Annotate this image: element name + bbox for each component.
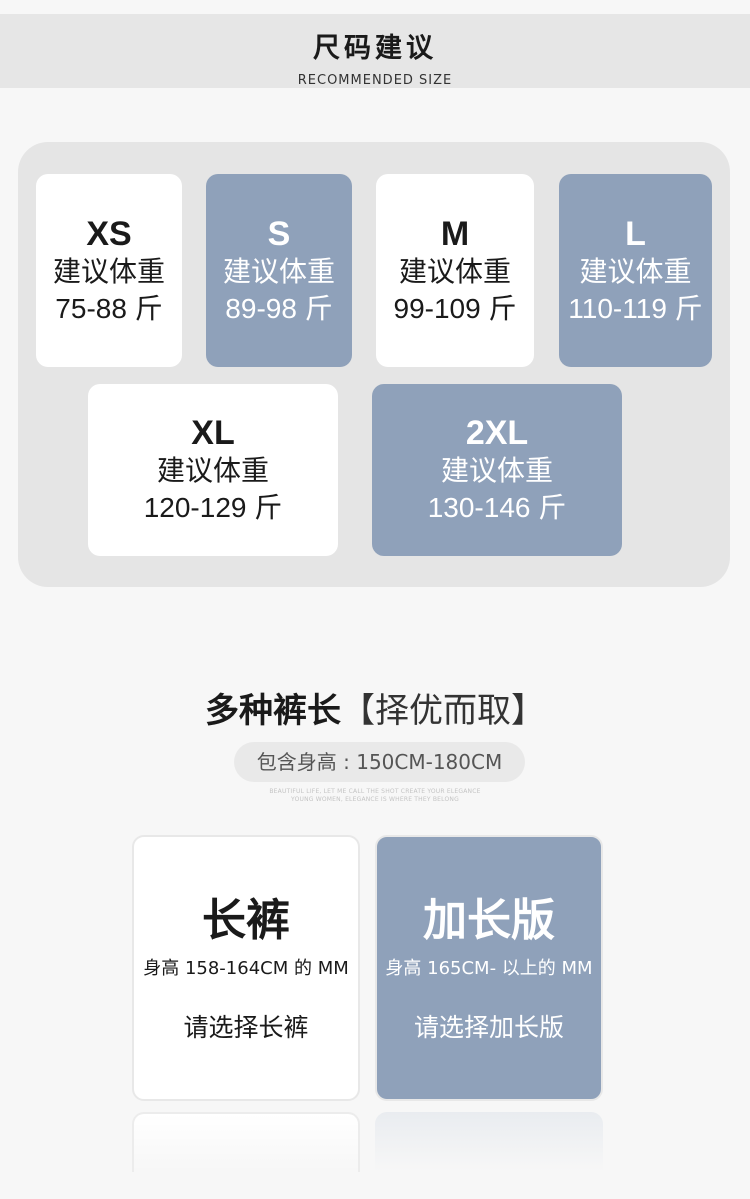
length-option-extended[interactable]: 加长版 身高 165CM- 以上的 MM 请选择加长版 xyxy=(375,835,603,1101)
size-name: S xyxy=(267,214,291,253)
size-card-2xl[interactable]: 2XL 建议体重 130-146 斤 xyxy=(372,384,622,556)
lengths-heading-bracket: 【择优而取】 xyxy=(341,691,545,731)
length-option-choose: 请选择加长版 xyxy=(413,1013,564,1042)
length-option-regular[interactable]: 长裤 身高 158-164CM 的 MM 请选择长裤 xyxy=(132,835,360,1101)
tagline-line-2: YOUNG WOMEN, ELEGANCE IS WHERE THEY BELO… xyxy=(291,796,459,803)
page-title: 尺码建议 xyxy=(313,33,437,64)
length-option-choose: 请选择长裤 xyxy=(183,1013,309,1042)
size-label: 建议体重 xyxy=(579,254,692,288)
size-label: 建议体重 xyxy=(52,254,165,288)
size-label: 建议体重 xyxy=(222,254,335,288)
card-reflection xyxy=(375,1112,603,1172)
weight-range: 130-146 斤 xyxy=(427,492,567,523)
weight-range: 89-98 斤 xyxy=(225,292,333,324)
size-chart-panel: XS 建议体重 75-88 斤 S 建议体重 89-98 斤 M 建议体重 99… xyxy=(18,142,730,587)
size-name: XS xyxy=(86,214,132,253)
size-name: L xyxy=(625,214,646,253)
length-option-height: 身高 165CM- 以上的 MM xyxy=(385,958,593,979)
size-card-s[interactable]: S 建议体重 89-98 斤 xyxy=(206,174,352,367)
length-option-name: 加长版 xyxy=(423,895,555,946)
decorative-tagline: BEAUTIFUL LIFE, LET ME CALL THE SHOT CRE… xyxy=(0,788,750,804)
weight-range: 75-88 斤 xyxy=(55,292,163,324)
size-name: M xyxy=(440,214,470,253)
weight-range: 120-129 斤 xyxy=(143,492,283,523)
tagline-line-1: BEAUTIFUL LIFE, LET ME CALL THE SHOT CRE… xyxy=(269,788,481,795)
size-card-xl[interactable]: XL 建议体重 120-129 斤 xyxy=(88,384,338,556)
length-option-name: 长裤 xyxy=(202,895,290,946)
card-reflection xyxy=(132,1112,360,1172)
size-card-m[interactable]: M 建议体重 99-109 斤 xyxy=(376,174,534,367)
weight-range: 110-119 斤 xyxy=(568,292,703,324)
page-subtitle: RECOMMENDED SIZE xyxy=(297,73,453,88)
lengths-heading: 多种裤长【择优而取】 xyxy=(0,683,750,732)
size-label: 建议体重 xyxy=(440,454,553,487)
weight-range: 99-109 斤 xyxy=(393,292,517,324)
size-name: XL xyxy=(191,414,235,452)
size-card-l[interactable]: L 建议体重 110-119 斤 xyxy=(559,174,712,367)
size-label: 建议体重 xyxy=(156,454,269,487)
size-label: 建议体重 xyxy=(398,254,511,288)
height-range-pill: 包含身高 : 150CM-180CM xyxy=(234,742,525,782)
size-name: 2XL xyxy=(465,414,529,452)
section-header: 尺码建议 RECOMMENDED SIZE xyxy=(0,14,750,88)
length-option-height: 身高 158-164CM 的 MM xyxy=(143,958,349,979)
size-card-xs[interactable]: XS 建议体重 75-88 斤 xyxy=(36,174,182,367)
lengths-heading-bold: 多种裤长 xyxy=(205,691,341,731)
